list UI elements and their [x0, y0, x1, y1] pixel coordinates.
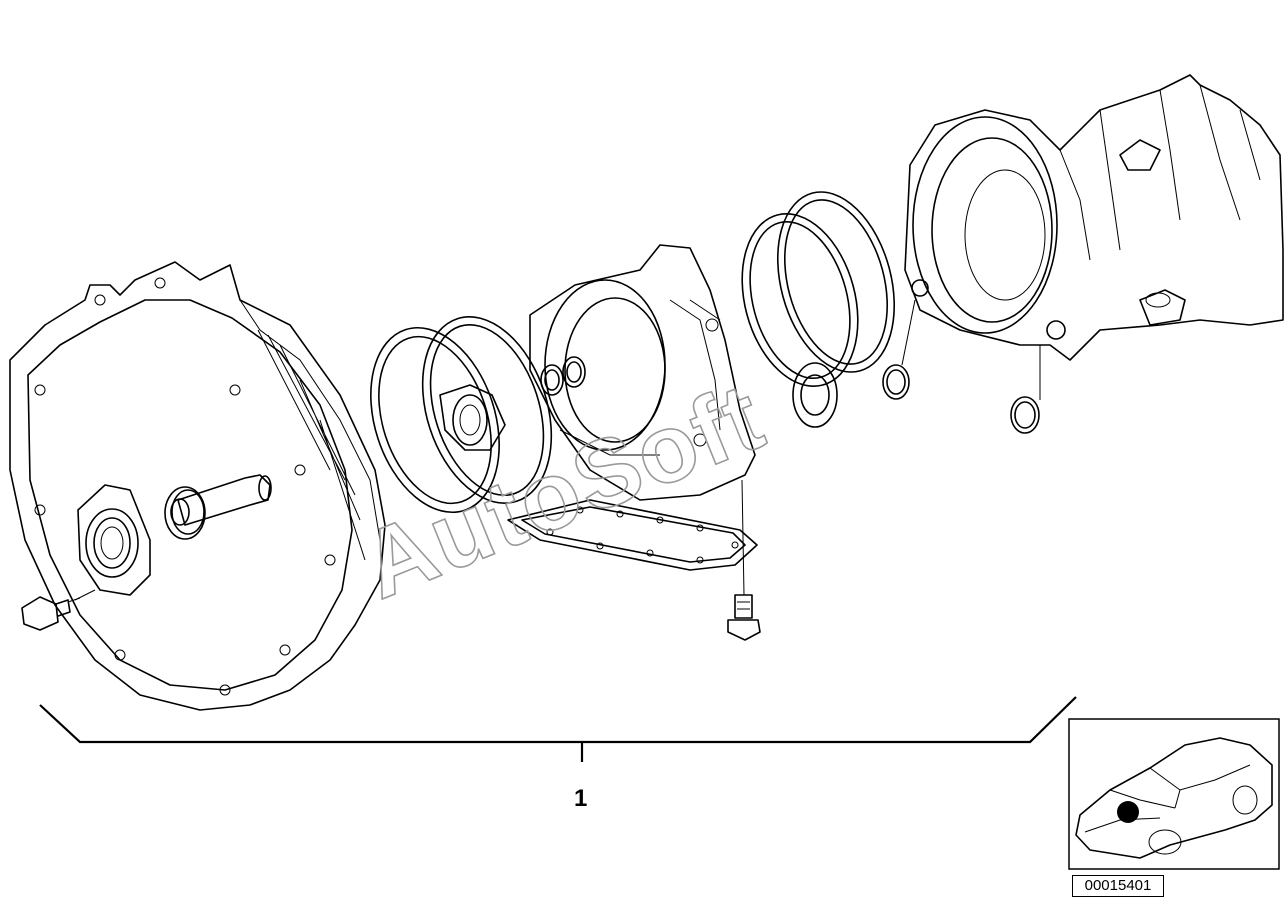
input-shaft — [170, 474, 272, 535]
transmission-case — [904, 74, 1284, 361]
watermark-text: AutoSoft — [348, 362, 779, 619]
drain-bolt — [727, 479, 761, 641]
intermediate-housing — [529, 244, 756, 501]
assembly-bracket — [39, 696, 1077, 762]
vehicle-locator-inset — [1068, 718, 1280, 870]
pump-housing-ring — [421, 316, 553, 504]
callout-label-1: 1 — [574, 785, 587, 812]
location-marker-icon — [1117, 801, 1139, 823]
oil-pan-gasket — [507, 499, 758, 571]
o-ring-rear — [882, 364, 910, 400]
bell-housing — [9, 261, 386, 711]
hex-bolt-left — [21, 596, 81, 631]
o-ring-shaft — [164, 486, 206, 540]
rear-gasket — [741, 213, 859, 387]
o-ring-pair — [540, 356, 586, 396]
leader-line-bolt — [74, 589, 96, 601]
reference-code: 00015401 — [1072, 875, 1164, 897]
shaft-seal-flange — [77, 484, 151, 596]
leader-line-o-ring — [901, 299, 916, 366]
pump-gasket — [370, 326, 500, 514]
rear-plate — [776, 191, 896, 428]
o-ring-right — [1010, 345, 1041, 434]
